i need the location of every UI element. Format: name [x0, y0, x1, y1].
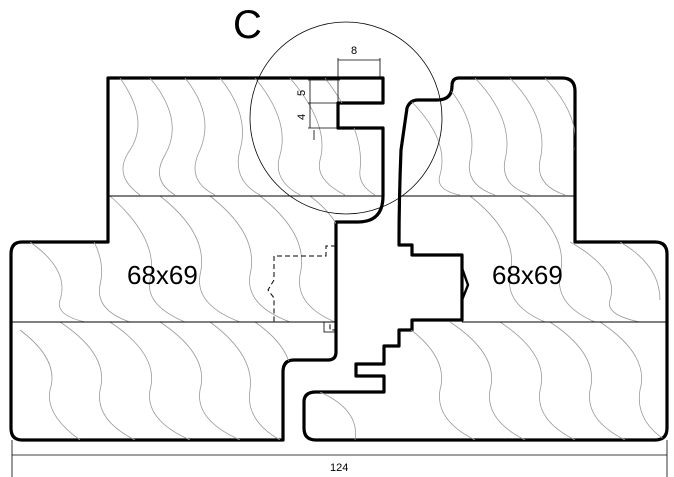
left-hidden-line — [267, 245, 336, 331]
left-gasket-slot — [323, 321, 337, 333]
right-sash-profile — [302, 76, 669, 442]
left-frame-profile — [9, 76, 385, 442]
right-groove-notch — [460, 267, 470, 301]
detail-height-lower-dim: 4 — [296, 114, 308, 120]
left-profile-outline — [9, 76, 385, 442]
detail-marker-label: C — [233, 3, 262, 47]
detail-dimensions: 8 5 4 — [296, 45, 381, 140]
right-profile-outline — [302, 76, 669, 442]
right-wood-grain — [319, 78, 666, 440]
overall-dimension: 124 — [11, 440, 668, 477]
detail-circle — [249, 21, 443, 215]
detail-height-upper-dim: 5 — [296, 90, 308, 96]
detail-width-dim: 8 — [351, 45, 357, 57]
overall-width-dim: 124 — [330, 462, 348, 474]
left-profile-label: 68x69 — [127, 260, 198, 290]
right-profile-label: 68x69 — [492, 260, 563, 290]
